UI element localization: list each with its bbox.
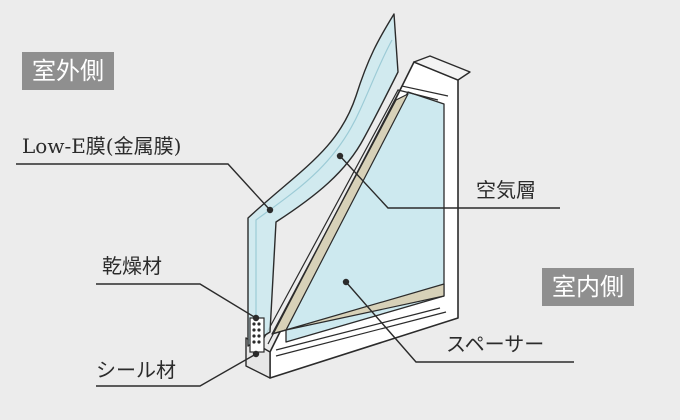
desiccant-dots bbox=[252, 322, 261, 344]
spacer-label: スペーサー bbox=[446, 332, 545, 356]
leader-spacer bbox=[345, 281, 574, 363]
leader-lowe bbox=[16, 163, 271, 211]
spacer-bottom bbox=[271, 283, 445, 335]
window-frame-side bbox=[413, 55, 471, 81]
lowe-film-line bbox=[255, 39, 393, 336]
leader-air-layer bbox=[339, 155, 560, 209]
outdoor-side-tag: 室外側 bbox=[22, 52, 114, 90]
leader-sealant bbox=[96, 353, 257, 387]
outer-glass-pane bbox=[247, 13, 399, 347]
sealant-block bbox=[249, 317, 265, 353]
air-layer-label: 空気層 bbox=[476, 178, 536, 202]
desiccant-label: 乾燥材 bbox=[102, 254, 162, 278]
indoor-side-tag: 室内側 bbox=[542, 268, 634, 306]
leader-desiccant bbox=[96, 283, 257, 319]
frame-depth-lines bbox=[263, 85, 449, 357]
sealant-label: シール材 bbox=[96, 358, 176, 382]
leader-lines bbox=[16, 152, 574, 387]
lowe-film-label: Low-E膜(金属膜) bbox=[22, 134, 182, 158]
